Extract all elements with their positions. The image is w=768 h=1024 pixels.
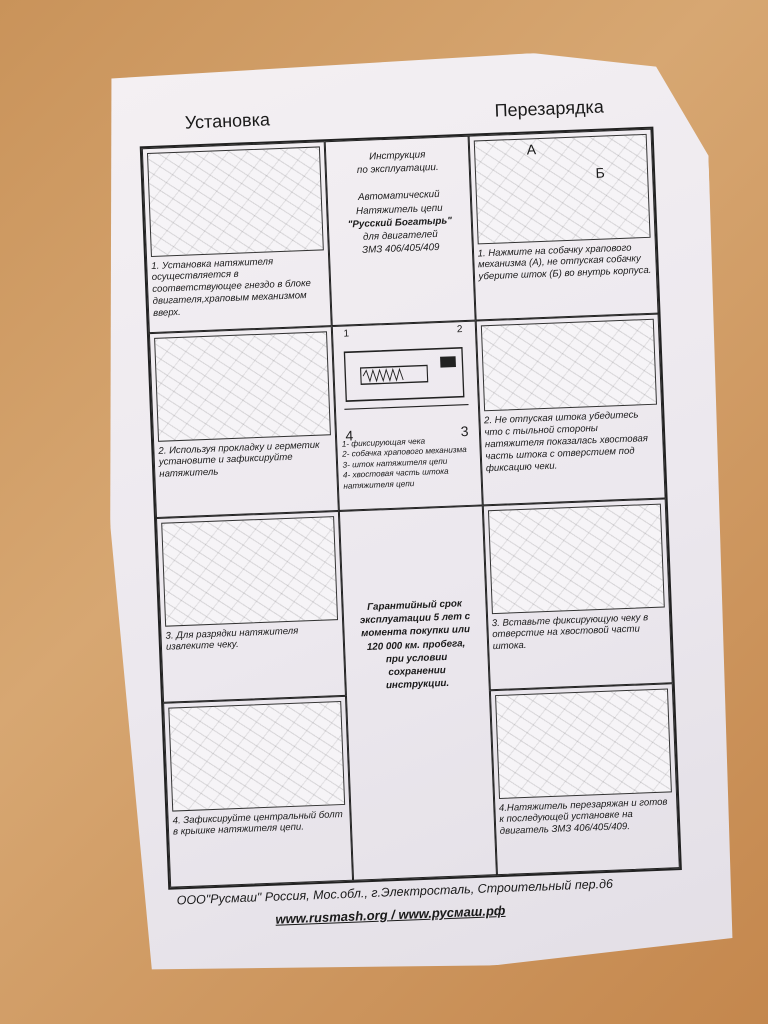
recharge-step-1: А Б 1. Нажмите на собачку храпового меха…	[468, 129, 658, 321]
install-illustration-3	[161, 516, 338, 626]
tensioner-cross-section: 1 2 3 4	[337, 326, 474, 440]
label-3: 3	[460, 422, 469, 439]
install-step-3: 3. Для разрядки натяжителя извлеките чек…	[156, 511, 346, 703]
label-a: А	[526, 141, 537, 158]
install-step-3-text: 3. Для разрядки натяжителя извлеките чек…	[165, 625, 299, 654]
recharge-step-4: 4.Натяжитель перезаряжан и готов к после…	[489, 683, 679, 875]
label-b: Б	[595, 164, 606, 181]
heading-install: Установка	[184, 109, 271, 133]
website-links[interactable]: www.rusmash.org / www.русмаш.рф	[275, 902, 506, 927]
install-illustration-4	[168, 701, 345, 811]
install-illustration-2	[154, 331, 331, 441]
recharge-illustration-1: А Б	[473, 134, 650, 244]
heading-recharge: Перезарядка	[494, 96, 605, 121]
install-step-1-text: 1. Установка натяжителя осуществляется в…	[151, 255, 312, 320]
label-1: 1	[343, 328, 350, 340]
tensioner-diagram: 1 2 3 4 1- фиксирующая чека 2- собачка х…	[332, 321, 482, 511]
install-step-4-text: 4. Зафиксируйте центральный болт в крышк…	[172, 808, 343, 839]
recharge-step-3: 3. Вставьте фиксирующую чеку в отверстие…	[482, 498, 672, 690]
diagram-legend: 1- фиксирующая чека 2- собачка храпового…	[342, 434, 477, 492]
recharge-step-2: 2. Не отпуская штока убедитесь что с тыл…	[475, 314, 665, 506]
install-illustration-1	[147, 146, 324, 256]
install-step-4: 4. Зафиксируйте центральный болт в крышк…	[163, 696, 353, 888]
recharge-step-1-text: 1. Нажмите на собачку храпового механизм…	[477, 242, 652, 283]
label-4: 4	[345, 426, 354, 444]
center-empty-cell	[346, 690, 496, 880]
recharge-illustration-4	[495, 688, 672, 798]
instruction-sheet: Установка Перезарядка 1. Установка натяж…	[93, 47, 739, 980]
install-step-2: 2. Используя прокладку и герметик устано…	[149, 326, 339, 518]
recharge-illustration-2	[480, 319, 657, 412]
recharge-step-4-text: 4.Натяжитель перезаряжан и готов к после…	[498, 796, 668, 838]
title-block: Инструкция по эксплуатации. Автоматическ…	[325, 136, 475, 326]
warranty-block: Гарантийный срок эксплуатации 5 лет с мо…	[339, 505, 489, 695]
legend-item-4: 4- хвостовая часть штока натяжителя цепи	[342, 467, 449, 491]
recharge-step-2-text: 2. Не отпуская штока убедитесь что с тыл…	[483, 409, 649, 475]
instruction-grid: 1. Установка натяжителя осуществляется в…	[140, 127, 682, 890]
label-2: 2	[456, 324, 463, 336]
recharge-step-3-text: 3. Вставьте фиксирующую чеку в отверстие…	[491, 611, 649, 653]
install-step-2-text: 2. Используя прокладку и герметик устано…	[158, 439, 320, 481]
install-step-1: 1. Установка натяжителя осуществляется в…	[142, 141, 332, 333]
recharge-illustration-3	[487, 504, 664, 614]
